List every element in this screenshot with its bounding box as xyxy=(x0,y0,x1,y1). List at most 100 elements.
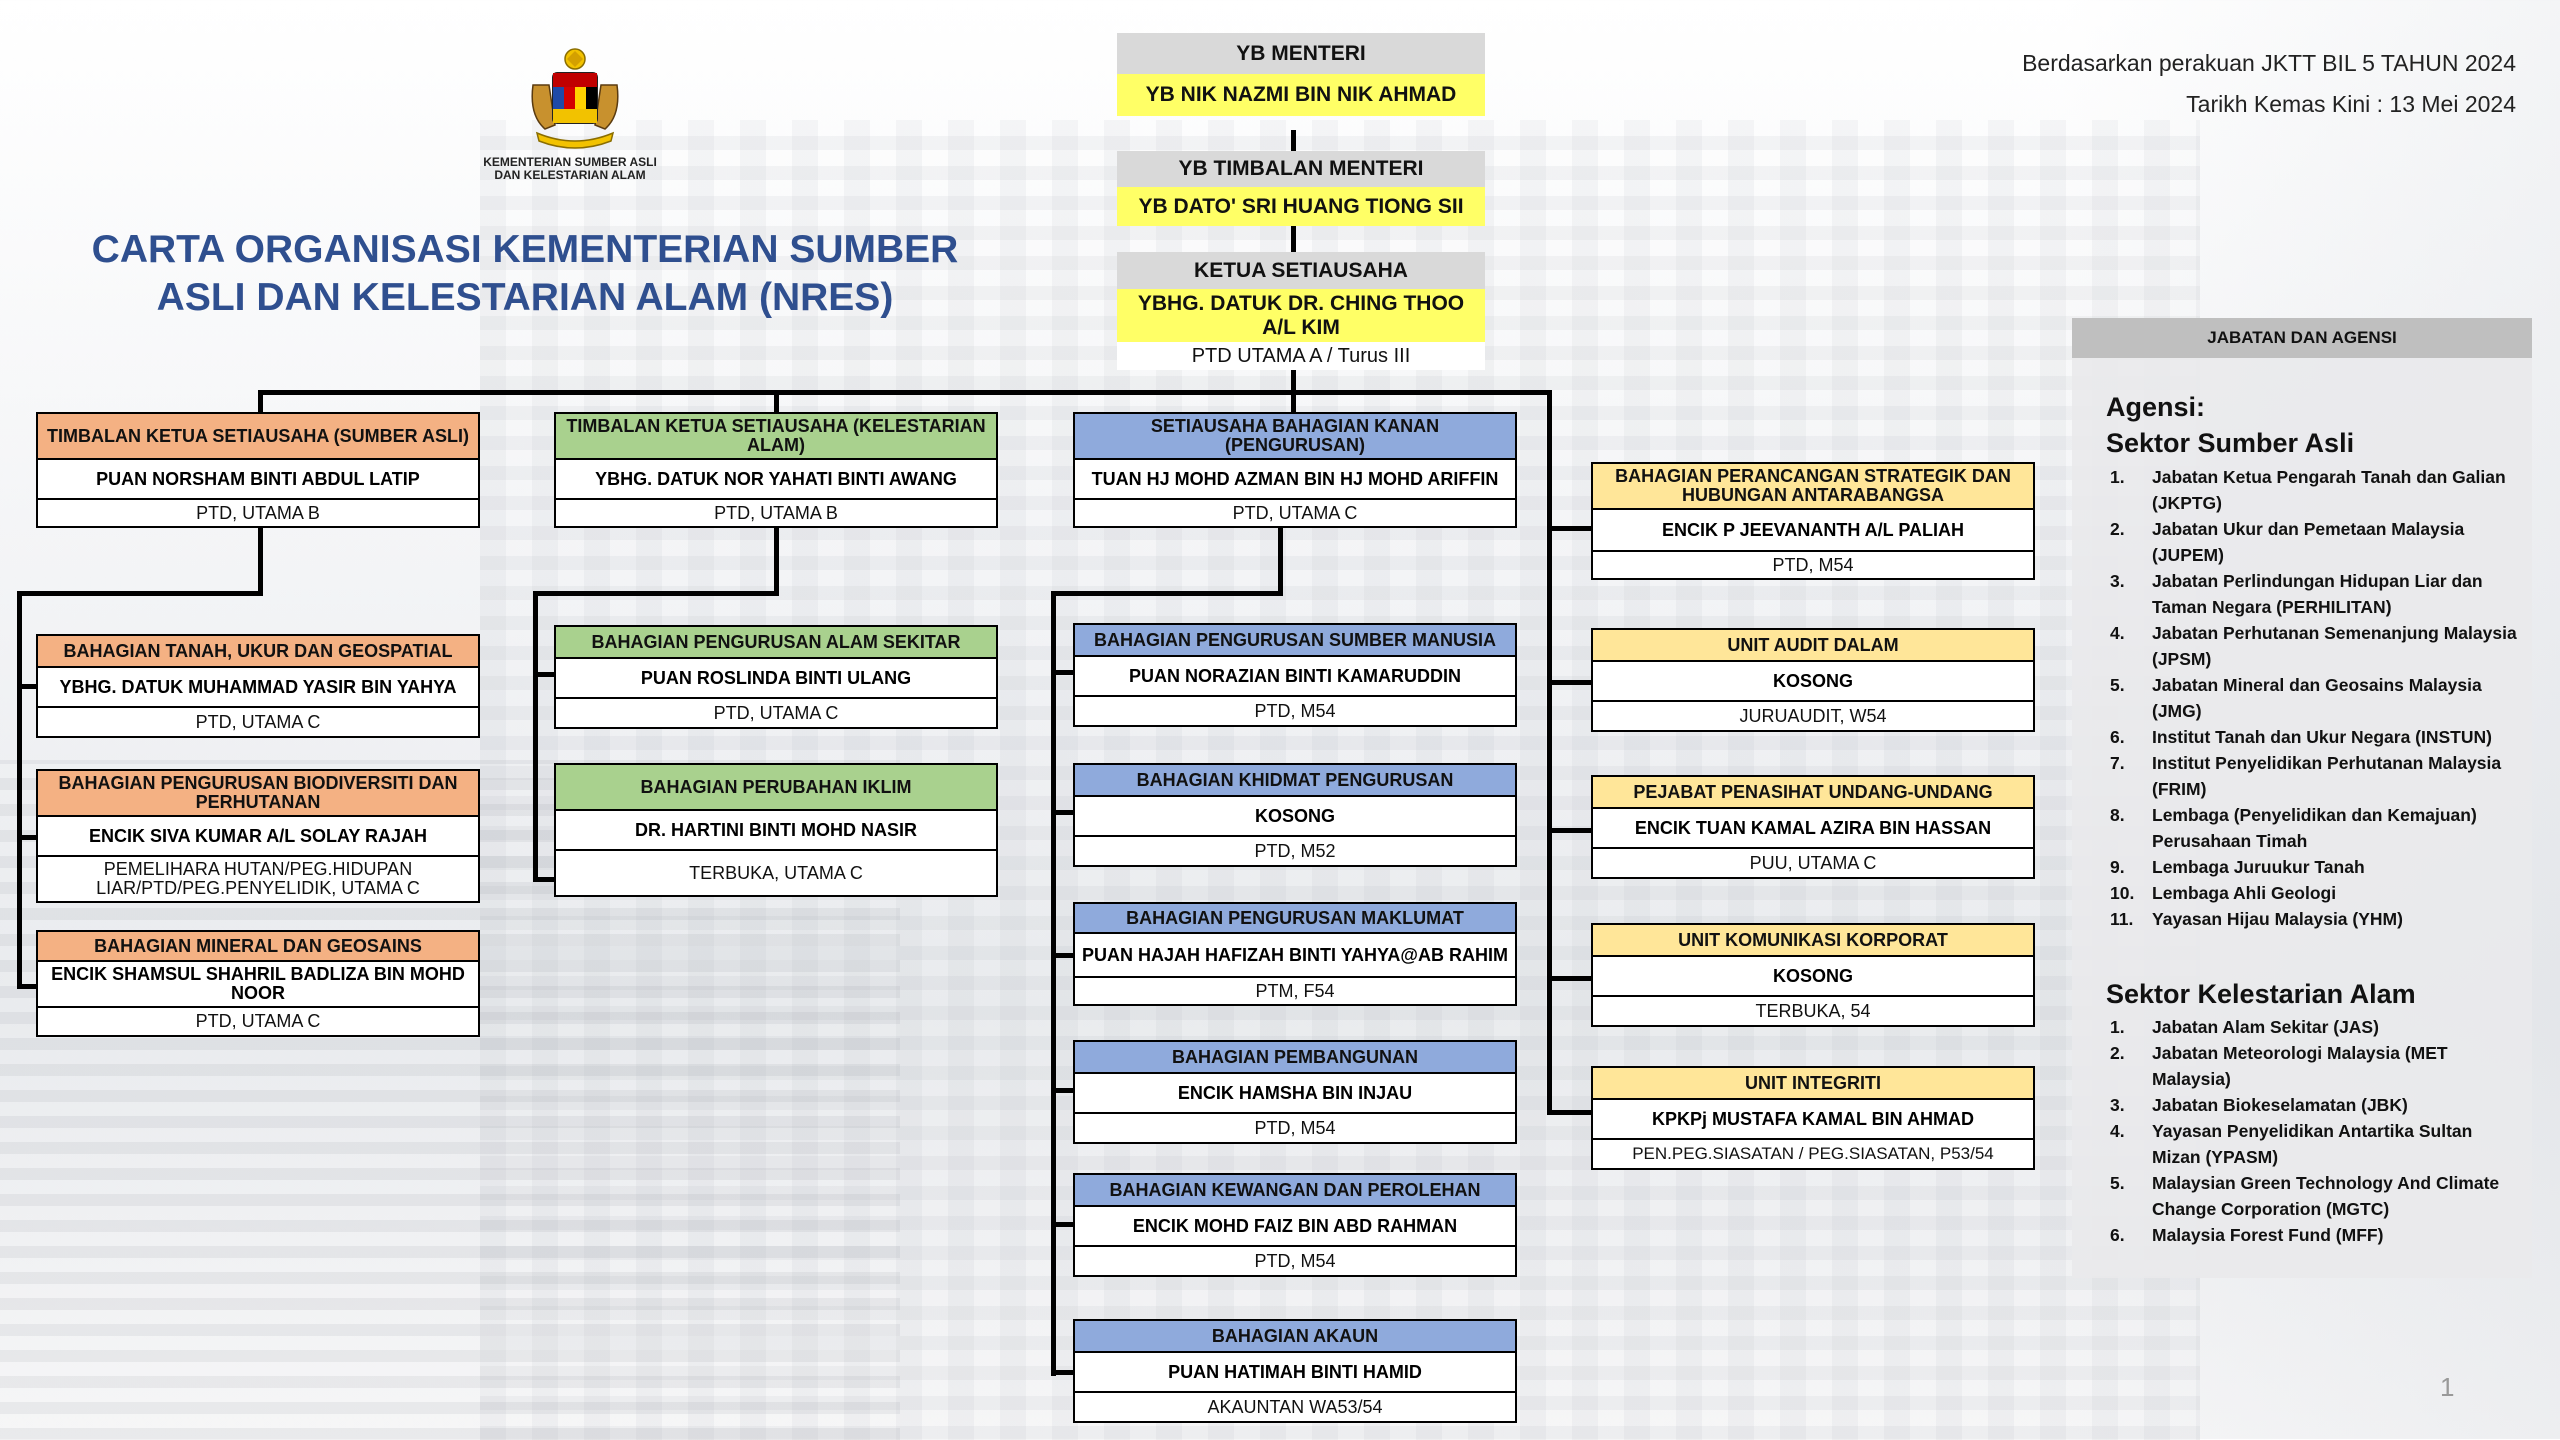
box-bahagian-sumber-manusia: BAHAGIAN PENGURUSAN SUMBER MANUSIA PUAN … xyxy=(1073,623,1517,727)
bahagian-alam-sekitar-name: PUAN ROSLINDA BINTI ULANG xyxy=(556,659,996,699)
list-item: 11.Yayasan Hijau Malaysia (YHM) xyxy=(2110,909,2403,929)
bahagian-mineral-title: BAHAGIAN MINERAL DAN GEOSAINS xyxy=(38,932,478,962)
sbk-pengurusan-grade: PTD, UTAMA C xyxy=(1232,502,1358,523)
bahagian-pengurusan-maklumat-grade: PTM, F54 xyxy=(1255,980,1335,1001)
list-item: 4.Jabatan Perhutanan Semenanjung Malaysi… xyxy=(2110,623,2517,669)
box-bahagian-alam-sekitar: BAHAGIAN PENGURUSAN ALAM SEKITAR PUAN RO… xyxy=(554,625,998,729)
bahagian-perubahan-iklim-title: BAHAGIAN PERUBAHAN IKLIM xyxy=(556,765,996,811)
bahagian-kewangan-grade: PTD, M54 xyxy=(1254,1250,1336,1271)
connector-col4-1 xyxy=(1547,526,1591,531)
box-bahagian-akaun: BAHAGIAN AKAUN PUAN HATIMAH BINTI HAMID … xyxy=(1073,1319,1517,1423)
connector-col3-6 xyxy=(1051,1370,1073,1375)
connector-col3-5 xyxy=(1051,1222,1073,1227)
bahagian-perancangan-strategik-title: BAHAGIAN PERANCANGAN STRATEGIK DAN HUBUN… xyxy=(1593,464,2033,510)
connector-col3-4 xyxy=(1051,1088,1073,1093)
box-bahagian-khidmat-pengurusan: BAHAGIAN KHIDMAT PENGURUSAN KOSONG PTD, … xyxy=(1073,763,1517,867)
bahagian-alam-sekitar-grade: PTD, UTAMA C xyxy=(713,702,839,723)
connector-col1-3 xyxy=(17,984,39,989)
menteri-name: YB NIK NAZMI BIN NIK AHMAD xyxy=(1117,74,1485,116)
connector-col4-vertical xyxy=(1547,390,1552,1112)
box-pejabat-penasihat-undang: PEJABAT PENASIHAT UNDANG-UNDANG ENCIK TU… xyxy=(1591,775,2035,879)
bahagian-tanah-ukur-grade: PTD, UTAMA C xyxy=(195,711,321,732)
box-bahagian-tanah-ukur: BAHAGIAN TANAH, UKUR DAN GEOSPATIAL YBHG… xyxy=(36,634,480,738)
connector-col1-horizontal xyxy=(17,591,263,596)
box-unit-komunikasi-korporat: UNIT KOMUNIKASI KORPORAT KOSONG TERBUKA,… xyxy=(1591,923,2035,1027)
pejabat-penasihat-undang-grade: PUU, UTAMA C xyxy=(1749,852,1877,873)
page-title: CARTA ORGANISASI KEMENTERIAN SUMBER ASLI… xyxy=(60,226,990,321)
tksu-kelestarian-grade: PTD, UTAMA B xyxy=(714,502,838,523)
connector-col2-vertical xyxy=(533,591,538,881)
connector-col2-2 xyxy=(533,877,555,882)
list-item: 8.Lembaga (Penyelidikan dan Kemajuan) Pe… xyxy=(2110,805,2477,851)
sektor-sumber-asli-label: Sektor Sumber Asli xyxy=(2106,428,2355,458)
bahagian-sumber-manusia-title: BAHAGIAN PENGURUSAN SUMBER MANUSIA xyxy=(1075,625,1515,657)
ketua-setiausaha-name: YBHG. DATUK DR. CHING THOO A/L KIM xyxy=(1117,289,1485,342)
bahagian-perubahan-iklim-grade: TERBUKA, UTAMA C xyxy=(689,862,863,883)
tksu-sumber-asli-title: TIMBALAN KETUA SETIAUSAHA (SUMBER ASLI) xyxy=(38,414,478,460)
connector-drop-col2 xyxy=(774,390,779,412)
bahagian-khidmat-pengurusan-grade: PTD, M52 xyxy=(1254,840,1336,861)
connector-col1-2 xyxy=(17,835,39,840)
unit-audit-dalam-title: UNIT AUDIT DALAM xyxy=(1593,630,2033,662)
connector-col4-3 xyxy=(1547,828,1591,833)
connector-main-horizontal xyxy=(258,390,1552,395)
coat-of-arms-icon xyxy=(531,48,619,149)
connector-col4-2 xyxy=(1547,680,1591,685)
bahagian-akaun-name: PUAN HATIMAH BINTI HAMID xyxy=(1075,1353,1515,1393)
timbalan-menteri-name: YB DATO' SRI HUANG TIONG SII xyxy=(1117,187,1485,226)
connector-drop-col1 xyxy=(258,390,263,412)
bahagian-kewangan-title: BAHAGIAN KEWANGAN DAN PEROLEHAN xyxy=(1075,1175,1515,1207)
bahagian-pembangunan-title: BAHAGIAN PEMBANGUNAN xyxy=(1075,1042,1515,1074)
connector-col1-1 xyxy=(17,684,39,689)
box-tksu-sumber-asli: TIMBALAN KETUA SETIAUSAHA (SUMBER ASLI) … xyxy=(36,412,480,528)
box-unit-audit-dalam: UNIT AUDIT DALAM KOSONG JURUAUDIT, W54 xyxy=(1591,628,2035,732)
agency-panel: JABATAN DAN AGENSI Agensi: Sektor Sumber… xyxy=(2072,318,2532,1278)
list-item: 6.Malaysia Forest Fund (MFF) xyxy=(2110,1225,2384,1245)
box-unit-integriti: UNIT INTEGRITI KPKPj MUSTAFA KAMAL BIN A… xyxy=(1591,1066,2035,1170)
list-item: 6.Institut Tanah dan Ukur Negara (INSTUN… xyxy=(2110,727,2492,747)
bahagian-khidmat-pengurusan-name: KOSONG xyxy=(1075,797,1515,837)
unit-integriti-grade: PEN.PEG.SIASATAN / PEG.SIASATAN, P53/54 xyxy=(1632,1144,1994,1164)
bahagian-perubahan-iklim-name: DR. HARTINI BINTI MOHD NASIR xyxy=(556,811,996,851)
list-item: 2.Jabatan Ukur dan Pemetaan Malaysia (JU… xyxy=(2110,519,2465,565)
approval-note: Berdasarkan perakuan JKTT BIL 5 TAHUN 20… xyxy=(2022,50,2516,76)
bahagian-pengurusan-maklumat-title: BAHAGIAN PENGURUSAN MAKLUMAT xyxy=(1075,904,1515,934)
ketua-setiausaha-title: KETUA SETIAUSAHA xyxy=(1117,252,1485,289)
agensi-label: Agensi: xyxy=(2106,392,2206,422)
box-ketua-setiausaha: KETUA SETIAUSAHA YBHG. DATUK DR. CHING T… xyxy=(1117,252,1485,370)
bahagian-akaun-grade: AKAUNTAN WA53/54 xyxy=(1207,1396,1383,1417)
box-bahagian-kewangan: BAHAGIAN KEWANGAN DAN PEROLEHAN ENCIK MO… xyxy=(1073,1173,1517,1277)
connector-col2-horizontal xyxy=(533,591,779,596)
bahagian-sumber-manusia-name: PUAN NORAZIAN BINTI KAMARUDDIN xyxy=(1075,657,1515,697)
bahagian-biodiversiti-name: ENCIK SIVA KUMAR A/L SOLAY RAJAH xyxy=(38,817,478,857)
ketua-setiausaha-grade: PTD UTAMA A / Turus III xyxy=(1117,342,1485,370)
sektor-kelestarian-label: Sektor Kelestarian Alam xyxy=(2106,979,2416,1009)
box-bahagian-pengurusan-maklumat: BAHAGIAN PENGURUSAN MAKLUMAT PUAN HAJAH … xyxy=(1073,902,1517,1006)
kelestarian-list: 1.Jabatan Alam Sekitar (JAS) 2.Jabatan M… xyxy=(2110,1014,2520,1248)
connector-col3-vertical xyxy=(1051,591,1056,1376)
bahagian-pembangunan-grade: PTD, M54 xyxy=(1254,1117,1336,1138)
sbk-pengurusan-name: TUAN HJ MOHD AZMAN BIN HJ MOHD ARIFFIN xyxy=(1075,460,1515,500)
connector-col1-vertical xyxy=(17,591,22,988)
bahagian-sumber-manusia-grade: PTD, M54 xyxy=(1254,700,1336,721)
pejabat-penasihat-undang-name: ENCIK TUAN KAMAL AZIRA BIN HASSAN xyxy=(1593,809,2033,849)
list-item: 1.Jabatan Ketua Pengarah Tanah dan Galia… xyxy=(2110,467,2506,513)
box-bahagian-perubahan-iklim: BAHAGIAN PERUBAHAN IKLIM DR. HARTINI BIN… xyxy=(554,763,998,897)
box-sbk-pengurusan: SETIAUSAHA BAHAGIAN KANAN (PENGURUSAN) T… xyxy=(1073,412,1517,528)
list-item: 5.Jabatan Mineral dan Geosains Malaysia … xyxy=(2110,675,2482,721)
bahagian-khidmat-pengurusan-title: BAHAGIAN KHIDMAT PENGURUSAN xyxy=(1075,765,1515,797)
bahagian-akaun-title: BAHAGIAN AKAUN xyxy=(1075,1321,1515,1353)
box-menteri: YB MENTERI YB NIK NAZMI BIN NIK AHMAD xyxy=(1117,33,1485,116)
tksu-kelestarian-name: YBHG. DATUK NOR YAHATI BINTI AWANG xyxy=(556,460,996,500)
connector-drop-col3 xyxy=(1291,390,1296,412)
ministry-logo-text: KEMENTERIAN SUMBER ASLI DAN KELESTARIAN … xyxy=(483,155,657,182)
list-item: 7.Institut Penyelidikan Perhutanan Malay… xyxy=(2110,753,2502,799)
connector-col3-1 xyxy=(1051,670,1073,675)
connector-col2-head-down xyxy=(774,527,779,595)
bahagian-mineral-grade: PTD, UTAMA C xyxy=(195,1011,321,1032)
bahagian-mineral-name: ENCIK SHAMSUL SHAHRIL BADLIZA BIN MOHD N… xyxy=(38,962,478,1008)
tksu-sumber-asli-name: PUAN NORSHAM BINTI ABDUL LATIP xyxy=(38,460,478,500)
connector-col4-5 xyxy=(1547,1110,1591,1115)
list-item: 2.Jabatan Meteorologi Malaysia (MET Mala… xyxy=(2110,1043,2448,1089)
title-line-2: ASLI DAN KELESTARIAN ALAM (NRES) xyxy=(156,275,894,319)
